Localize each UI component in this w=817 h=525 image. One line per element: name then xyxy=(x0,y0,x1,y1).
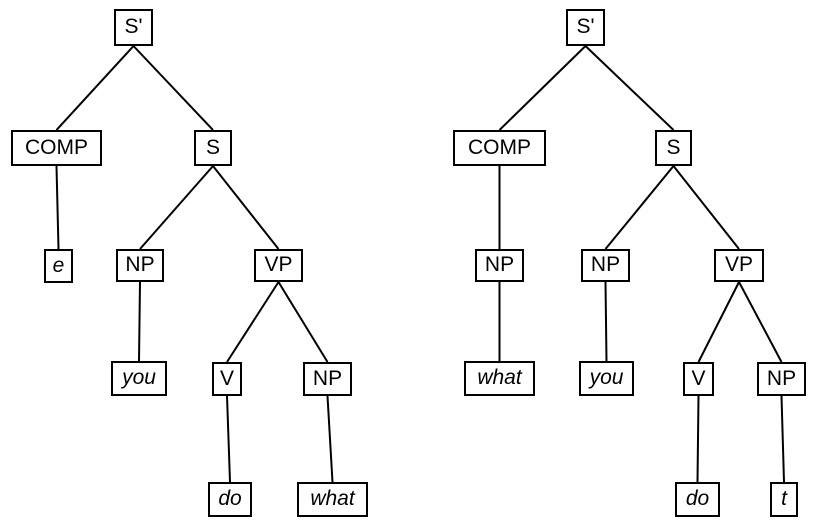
tree-branch-l-s-to-l-np-subj xyxy=(139,165,214,250)
tree-branch-l-vp-to-l-np-obj xyxy=(277,281,329,363)
tree-node-l-vp: VP xyxy=(254,249,303,282)
tree-node-label-r-you: you xyxy=(589,366,624,389)
tree-branch-r-s-to-r-np-subj xyxy=(604,165,675,250)
tree-node-l-np-subj: NP xyxy=(116,249,164,282)
tree-node-r-sbar: S' xyxy=(566,9,605,46)
tree-branch-l-sbar-to-l-s xyxy=(132,45,214,131)
tree-node-r-np-subj: NP xyxy=(581,249,630,282)
tree-branch-r-vp-to-r-v xyxy=(697,281,740,363)
tree-node-label-r-vp: VP xyxy=(724,253,753,276)
tree-branch-r-sbar-to-r-s xyxy=(584,45,675,131)
tree-branch-r-sbar-to-r-comp xyxy=(498,45,587,131)
tree-node-label-l-vp: VP xyxy=(264,253,293,276)
tree-branch-r-np-subj-to-r-you xyxy=(604,281,608,362)
tree-node-label-r-do: do xyxy=(685,487,710,510)
tree-branch-r-vp-to-r-np-obj xyxy=(738,281,783,363)
tree-branch-l-v-to-l-do xyxy=(226,395,231,483)
tree-node-label-r-sbar: S' xyxy=(576,15,595,38)
tree-branch-l-vp-to-l-v xyxy=(226,281,280,363)
tree-node-r-do: do xyxy=(675,482,720,517)
tree-branch-l-sbar-to-l-comp xyxy=(55,45,135,131)
tree-node-l-you: you xyxy=(111,361,167,396)
tree-node-label-r-comp: COMP xyxy=(468,135,531,159)
tree-branch-l-np-subj-to-l-you xyxy=(138,281,141,362)
tree-branch-l-np-obj-to-l-what xyxy=(326,395,334,483)
tree-node-l-what: what xyxy=(297,482,368,517)
tree-node-label-r-v: V xyxy=(691,366,706,390)
tree-node-r-v: V xyxy=(683,362,714,396)
tree-node-l-sbar: S' xyxy=(114,9,153,46)
tree-node-label-r-np-obj: NP xyxy=(766,366,797,390)
tree-node-label-l-e: e xyxy=(52,253,65,277)
tree-node-label-r-np-comp: NP xyxy=(484,253,515,276)
tree-branch-r-v-to-r-do xyxy=(696,395,700,483)
tree-branch-r-s-to-r-vp xyxy=(672,165,740,250)
tree-branch-l-s-to-l-vp xyxy=(212,165,280,250)
tree-branch-l-comp-to-l-e xyxy=(55,165,60,250)
tree-node-r-s: S xyxy=(655,130,692,166)
tree-node-r-t: t xyxy=(770,482,798,517)
tree-node-l-s: S xyxy=(194,130,232,166)
tree-node-label-l-np-obj: NP xyxy=(312,366,343,390)
tree-node-label-l-you: you xyxy=(122,366,156,389)
tree-node-r-np-obj: NP xyxy=(757,362,806,396)
tree-node-r-what: what xyxy=(464,361,535,396)
tree-node-label-r-what: what xyxy=(477,366,522,389)
tree-node-l-do: do xyxy=(208,482,252,517)
tree-node-label-r-s: S xyxy=(666,135,681,159)
tree-node-label-l-do: do xyxy=(218,487,242,510)
tree-branch-r-np-obj-to-r-t xyxy=(780,395,785,483)
tree-node-label-l-v: V xyxy=(219,366,234,390)
tree-node-label-l-np-subj: NP xyxy=(125,253,155,276)
tree-node-l-np-obj: NP xyxy=(303,362,352,396)
tree-node-l-v: V xyxy=(212,362,242,396)
tree-node-label-r-t: t xyxy=(781,487,787,510)
tree-node-r-you: you xyxy=(579,361,634,396)
tree-node-label-l-s: S xyxy=(205,135,220,159)
tree-node-label-r-np-subj: NP xyxy=(590,253,621,276)
tree-node-label-l-sbar: S' xyxy=(124,15,143,38)
tree-node-l-e: e xyxy=(44,249,73,283)
tree-node-r-comp: COMP xyxy=(453,130,546,166)
tree-node-label-l-comp: COMP xyxy=(25,135,88,159)
tree-node-label-l-what: what xyxy=(310,487,355,510)
tree-node-r-vp: VP xyxy=(714,249,764,282)
tree-node-r-np-comp: NP xyxy=(475,249,524,282)
tree-node-l-comp: COMP xyxy=(11,130,102,166)
